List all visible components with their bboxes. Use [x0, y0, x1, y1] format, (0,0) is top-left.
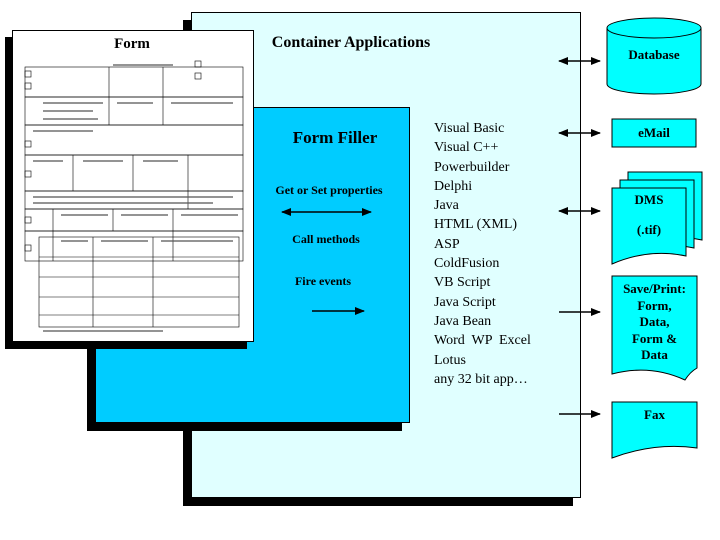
language-item: Java Script — [434, 294, 496, 310]
fax-shape — [611, 401, 698, 459]
save-print-line: Data, — [639, 314, 670, 329]
language-item: Visual C++ — [434, 140, 499, 156]
language-item: Word WP Excel — [434, 333, 531, 349]
language-item: ColdFusion — [434, 256, 500, 272]
language-item: any 32 bit app… — [434, 371, 528, 387]
get-set-properties-label: Get or Set properties — [275, 183, 383, 197]
form-document-illustration — [24, 60, 244, 332]
language-item: Java Bean — [434, 313, 492, 329]
form-title: Form — [114, 36, 150, 52]
save-print-label: Save/Print: Form, Data, Form & Data — [612, 281, 697, 364]
dms-label: DMS — [634, 192, 664, 207]
save-print-line: Form, — [637, 297, 672, 313]
language-item: HTML (XML) — [434, 217, 518, 233]
database-label: Database — [628, 47, 680, 62]
email-label: eMail — [638, 125, 670, 140]
language-item: Visual Basic — [434, 121, 505, 136]
database-shape — [606, 17, 702, 95]
call-methods-label: Call methods — [292, 232, 360, 246]
save-print-shape — [611, 275, 698, 381]
form-document — [12, 30, 254, 342]
language-item: Delphi — [434, 178, 473, 194]
dms-format-label: (.tif) — [636, 222, 662, 237]
fax-label: Fax — [644, 407, 665, 422]
container-applications-title: Container Applications — [271, 34, 431, 51]
language-list: Visual Basic Visual C++ Powerbuilder Del… — [434, 119, 531, 389]
language-item: Java — [434, 198, 459, 214]
email-shape — [611, 118, 697, 148]
language-item: Lotus — [434, 352, 466, 368]
save-print-line: Data — [641, 347, 668, 362]
language-item: Powerbuilder — [434, 159, 510, 175]
dms-shape — [611, 171, 703, 265]
save-print-line: Form & — [631, 330, 678, 346]
fire-events-label: Fire events — [294, 274, 352, 288]
language-item: VB Script — [434, 275, 491, 291]
language-item: ASP — [434, 236, 460, 252]
save-print-line: Save/Print: — [623, 281, 686, 296]
form-filler-title: Form Filler — [292, 128, 378, 147]
